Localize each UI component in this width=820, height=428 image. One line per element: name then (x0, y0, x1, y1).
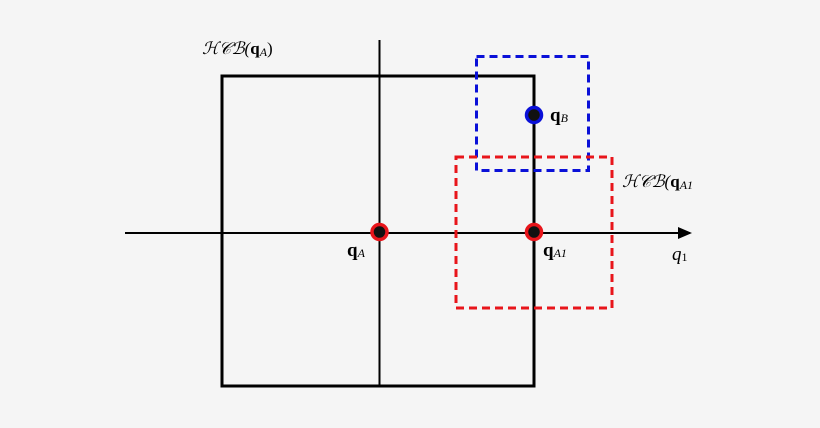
qB-label: qB (550, 105, 569, 126)
hcb-qA-label: ℋ𝒞ℬ(qA) (202, 39, 273, 59)
point-qB (524, 105, 544, 125)
hcb-qA1-label: ℋ𝒞ℬ(qA1 (622, 172, 693, 192)
hcb-qA1-box (454, 155, 614, 310)
q1-axis-label: q1 (672, 244, 688, 265)
point-qA1 (524, 222, 544, 242)
qB-dashed-box (475, 55, 590, 172)
qA-label: qA (347, 240, 366, 261)
point-qA (370, 222, 389, 242)
qA1-label: qA1 (543, 240, 567, 261)
